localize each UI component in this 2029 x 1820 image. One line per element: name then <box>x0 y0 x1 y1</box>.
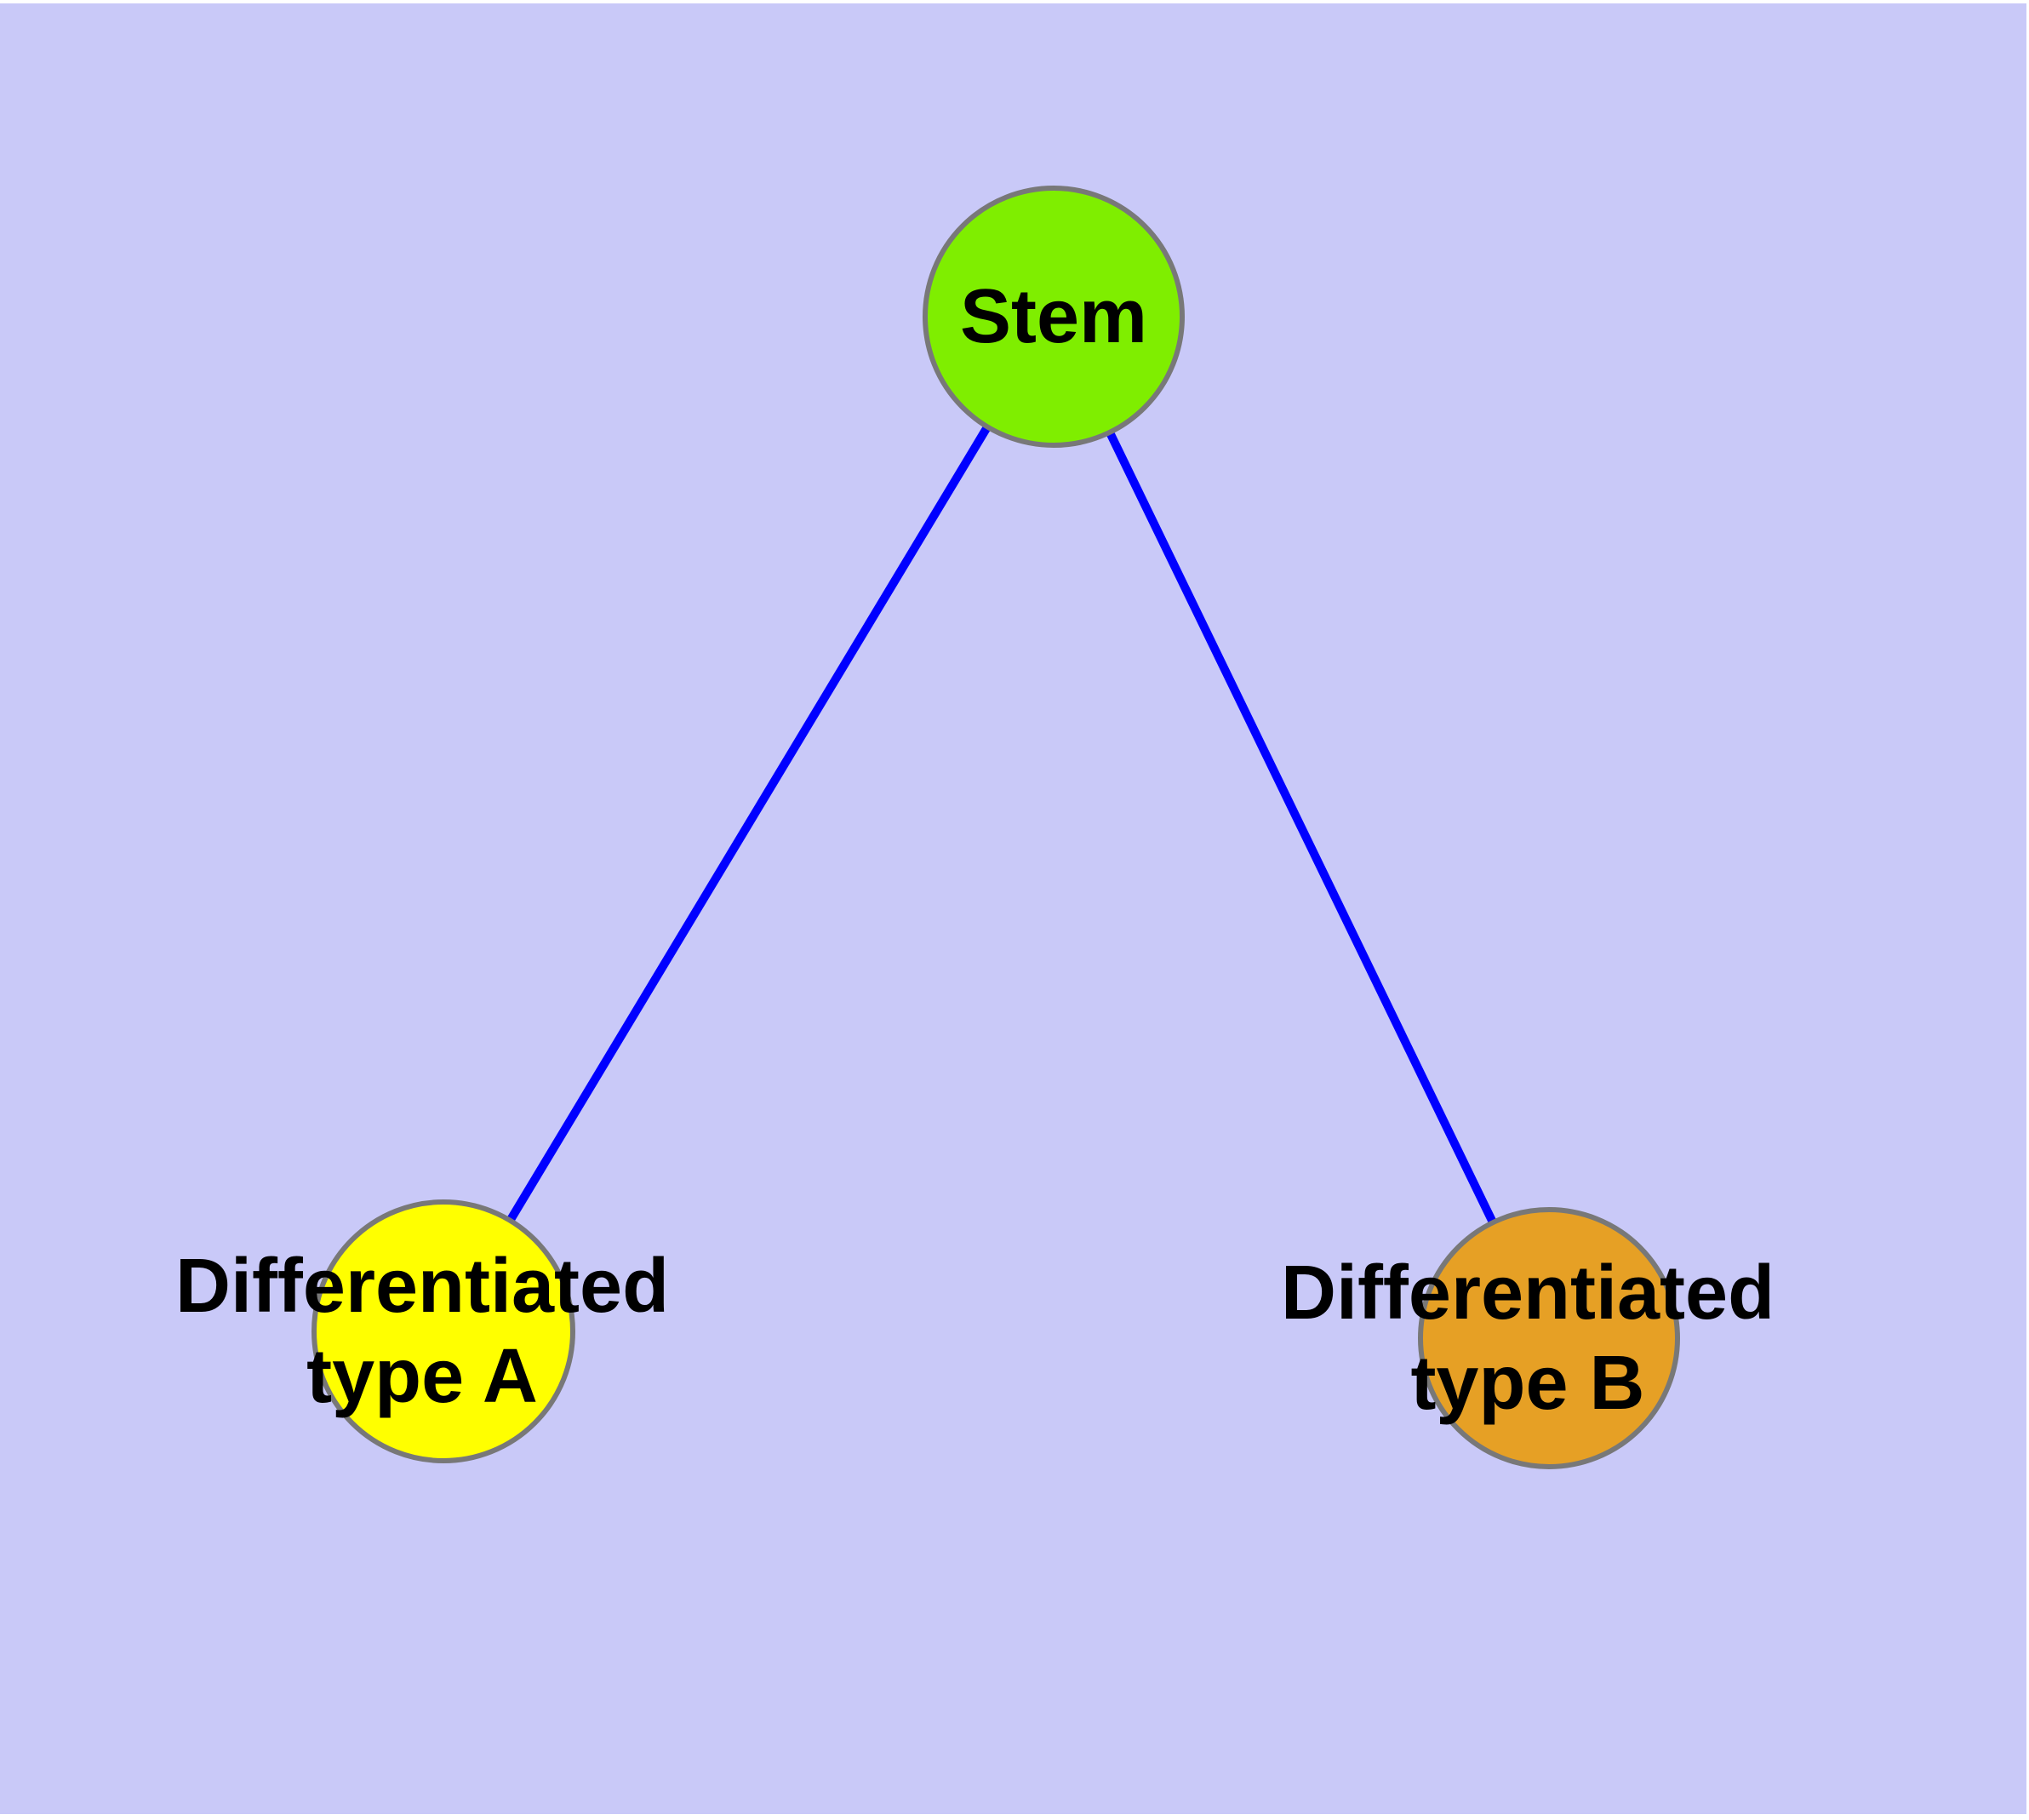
node-circle-diff-b <box>1418 1207 1680 1469</box>
edge-stem-to-diff-a <box>439 314 1058 1334</box>
edge-stem-to-diff-b <box>1049 314 1553 1341</box>
node-label-diff-a-line2: type A <box>306 1334 538 1419</box>
node-label-stem-line1: Stem <box>959 274 1148 359</box>
node-label-stem: Stem <box>960 272 1147 362</box>
node-label-diff-a-line1: Differentiated <box>174 1244 670 1329</box>
node-label-diff-b-line1: Differentiated <box>1280 1251 1775 1336</box>
node-circle-diff-a <box>311 1199 575 1463</box>
node-label-differentiated-type-a: Differentiated type A <box>175 1241 669 1422</box>
node-label-differentiated-type-b: Differentiated type B <box>1281 1248 1775 1428</box>
node-label-diff-b-line2: type B <box>1410 1341 1645 1426</box>
node-circle-stem <box>923 186 1185 448</box>
